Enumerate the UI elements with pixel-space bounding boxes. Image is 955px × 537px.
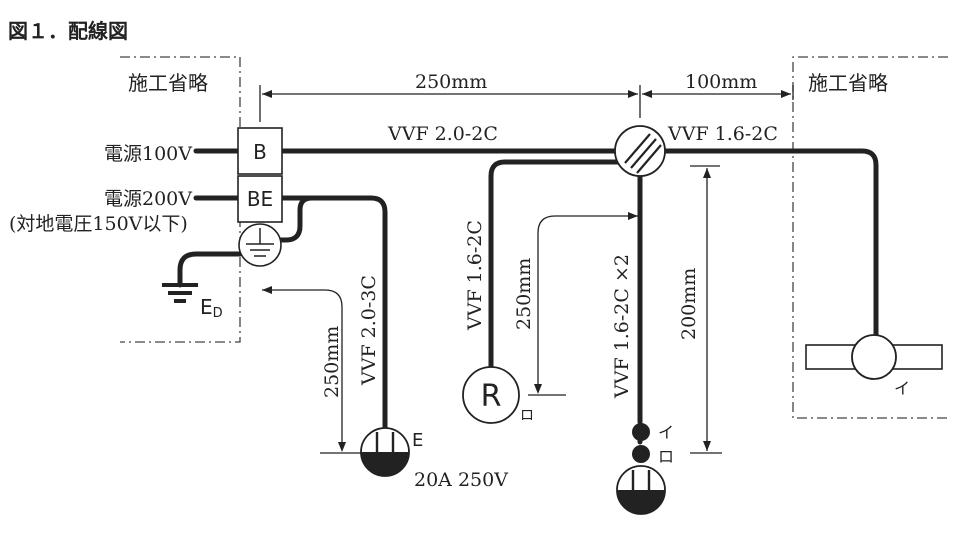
dimension-label-center-vertical: 250mm bbox=[513, 258, 535, 330]
lamp-icon bbox=[805, 334, 943, 380]
ground-icon bbox=[162, 283, 198, 303]
label-i-lamp: イ bbox=[894, 379, 910, 398]
cable-label-to-receptacle-r: VVF 1.6-2C bbox=[464, 220, 486, 331]
receptacle-r-label: R bbox=[481, 379, 502, 414]
outlet-lower-icon bbox=[616, 465, 666, 515]
wires bbox=[177, 148, 879, 445]
cable-label-main: VVF 2.0-2C bbox=[387, 123, 498, 145]
dimension-top bbox=[259, 85, 794, 122]
label-outlet-rating: 20A 250V bbox=[414, 469, 508, 491]
figure-title: 図１．配線図 bbox=[8, 19, 128, 43]
dimension-label-top-right: 100mm bbox=[685, 71, 757, 93]
omitted-label-right: 施工省略 bbox=[808, 71, 888, 95]
breaker-b-label: B bbox=[253, 140, 267, 164]
power-source-200v: 電源200V bbox=[104, 188, 192, 210]
earth-leakage-breaker-label: BE bbox=[247, 187, 273, 211]
cable-label-to-outlets: VVF 1.6-2C ×2 bbox=[611, 254, 633, 399]
outlet-200v-icon bbox=[360, 427, 410, 477]
power-source-100v: 電源100V bbox=[104, 143, 192, 165]
dimension-label-left-vertical: 250mm bbox=[321, 326, 343, 398]
joint-box-icon bbox=[614, 125, 666, 177]
dimension-label-top-left: 250mm bbox=[415, 71, 487, 93]
receptacle-r-icon: R bbox=[462, 366, 520, 424]
omitted-region-right bbox=[792, 56, 948, 419]
label-ro-near-r: ロ bbox=[520, 408, 534, 424]
dimension-left-vertical bbox=[262, 286, 362, 454]
power-source-200v-note: (対地電圧150V以下) bbox=[9, 213, 188, 235]
omitted-label-left: 施工省略 bbox=[128, 71, 208, 95]
label-i-switch: イ bbox=[658, 423, 674, 442]
dimension-right-vertical bbox=[690, 165, 722, 454]
earth-terminal-icon bbox=[238, 223, 282, 267]
cable-label-to-200v-outlet: VVF 2.0-3C bbox=[358, 275, 380, 386]
dimension-center-vertical bbox=[528, 212, 638, 396]
switch-i-icon bbox=[632, 423, 650, 441]
switch-ro-icon bbox=[632, 445, 650, 463]
ground-label: ED bbox=[200, 295, 223, 321]
label-ro-switch: ロ bbox=[658, 447, 674, 466]
earth-leakage-breaker: BE bbox=[237, 175, 283, 223]
dimension-label-right-vertical: 200mm bbox=[678, 268, 700, 340]
breaker-b: B bbox=[237, 127, 283, 175]
cable-label-right: VVF 1.6-2C bbox=[667, 123, 778, 145]
label-outlet-e: E bbox=[412, 430, 423, 451]
